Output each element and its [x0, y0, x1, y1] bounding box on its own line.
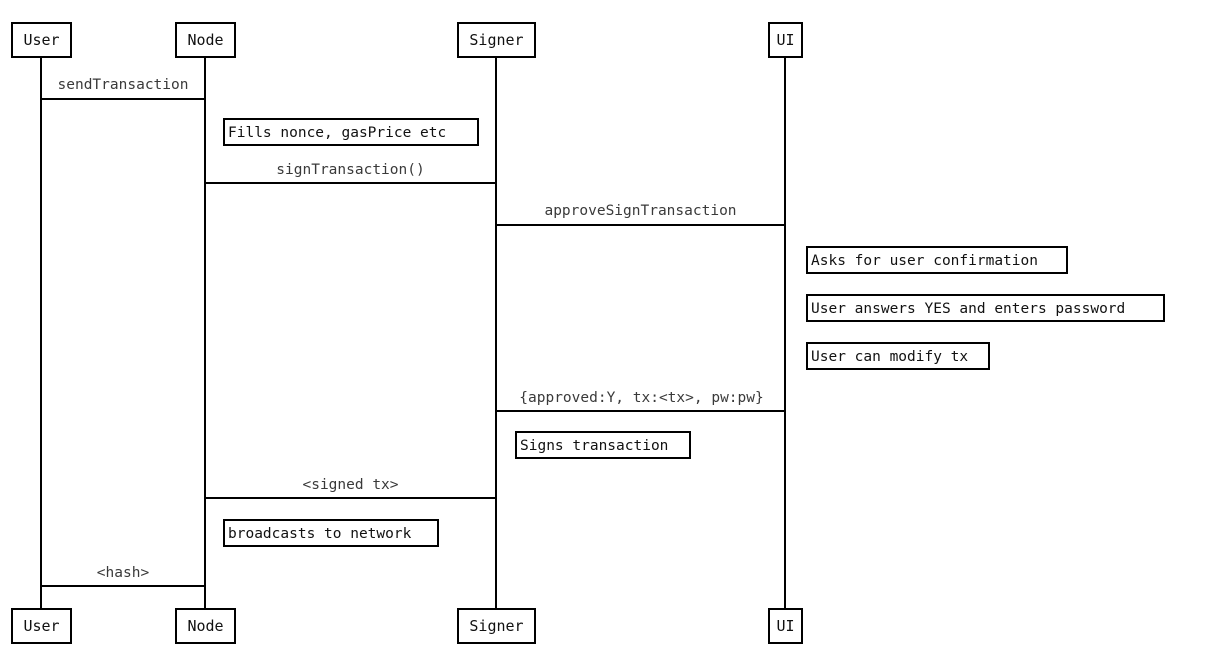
message-line-signed-tx[interactable]	[205, 497, 496, 499]
message-label-sendtransaction: sendTransaction	[57, 77, 189, 93]
actor-label-ui-top: UI	[776, 30, 795, 49]
note-text-user-can-modify: User can modify tx	[811, 348, 969, 365]
message-label-approvesigntransaction: approveSignTransaction	[544, 203, 737, 219]
note-text-user-answers-yes: User answers YES and enters password	[811, 300, 1126, 317]
message-label-signed-tx: <signed tx>	[302, 477, 399, 493]
actor-label-signer-bottom: Signer	[469, 616, 524, 635]
message-line-hash[interactable]	[41, 585, 205, 587]
actor-box-ui-top[interactable]: UI	[768, 22, 803, 58]
message-line-signtransaction[interactable]	[205, 182, 496, 184]
message-line-sendtransaction[interactable]	[41, 98, 205, 100]
message-line-approvesigntransaction[interactable]	[496, 224, 785, 226]
note-text-signs-transaction: Signs transaction	[520, 437, 669, 454]
lifeline-node	[204, 58, 206, 608]
note-user-answers-yes[interactable]: User answers YES and enters password	[806, 294, 1165, 322]
note-text-fills-nonce: Fills nonce, gasPrice etc	[228, 124, 447, 141]
actor-box-ui-bottom[interactable]: UI	[768, 608, 803, 644]
actor-label-user-bottom: User	[23, 616, 60, 635]
actor-label-signer-top: Signer	[469, 30, 524, 49]
note-user-can-modify[interactable]: User can modify tx	[806, 342, 990, 370]
actor-label-ui-bottom: UI	[776, 616, 795, 635]
actor-box-user-top[interactable]: User	[11, 22, 72, 58]
message-line-approved-response[interactable]	[496, 410, 785, 412]
message-label-hash: <hash>	[96, 565, 150, 581]
lifeline-signer	[495, 58, 497, 608]
note-text-broadcasts-to-network: broadcasts to network	[228, 525, 412, 542]
note-text-asks-confirmation: Asks for user confirmation	[811, 252, 1038, 269]
note-fills-nonce[interactable]: Fills nonce, gasPrice etc	[223, 118, 479, 146]
note-broadcasts-to-network[interactable]: broadcasts to network	[223, 519, 439, 547]
message-label-approved-response: {approved:Y, tx:<tx>, pw:pw}	[519, 390, 764, 406]
actor-label-node-bottom: Node	[187, 616, 224, 635]
actor-box-signer-top[interactable]: Signer	[457, 22, 536, 58]
actor-label-node-top: Node	[187, 30, 224, 49]
actor-box-signer-bottom[interactable]: Signer	[457, 608, 536, 644]
lifeline-ui	[784, 58, 786, 608]
actor-box-node-top[interactable]: Node	[175, 22, 236, 58]
actor-label-user-top: User	[23, 30, 60, 49]
note-signs-transaction[interactable]: Signs transaction	[515, 431, 691, 459]
message-label-signtransaction: signTransaction()	[276, 162, 425, 178]
actor-box-user-bottom[interactable]: User	[11, 608, 72, 644]
note-asks-confirmation[interactable]: Asks for user confirmation	[806, 246, 1068, 274]
lifeline-user	[40, 58, 42, 608]
actor-box-node-bottom[interactable]: Node	[175, 608, 236, 644]
